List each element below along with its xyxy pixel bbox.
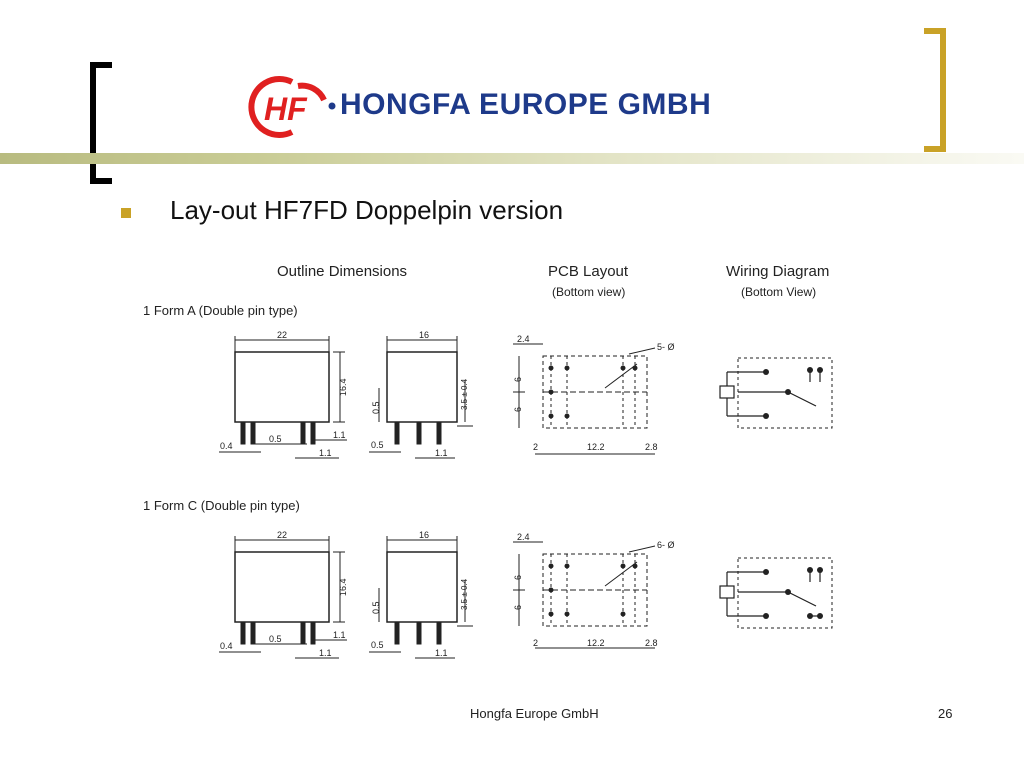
form-a-pcb-b3: 2.8: [645, 442, 658, 452]
form-c-side-view: 16 3.5 ± 0.4 0.5 0.5 1.1: [369, 530, 473, 659]
form-c-pcb-holes: 6- Ø1.4: [657, 540, 675, 550]
form-a-front-pin-gap: 0.5: [269, 434, 282, 444]
left-bracket-decoration: [90, 62, 112, 184]
form-a-front-pin-pitch2: 1.1: [333, 430, 346, 440]
form-a-side-pitch: 1.1: [435, 448, 448, 458]
form-c-front-view: 22 16.4 0.4 0.5 1.1 1.1: [219, 530, 348, 659]
form-a-side-gap: 0.5: [371, 440, 384, 450]
slide-title: Lay-out HF7FD Doppelpin version: [170, 195, 564, 225]
form-c-front-pin-gap: 0.5: [269, 634, 282, 644]
bullet-square-icon: [121, 208, 131, 218]
form-c-front-pin-pitch: 1.1: [319, 648, 332, 658]
form-c-pcb-b2: 12.2: [587, 638, 605, 648]
form-a-front-height: 16.4: [338, 378, 348, 396]
form-c-front-height: 16.4: [338, 578, 348, 596]
form-c-front-pin-width: 0.4: [220, 641, 233, 651]
form-a-pcb-top-dim: 2.4: [517, 334, 530, 344]
form-a-side-view: 16 3.5 ± 0.4 0.5 0.5 1.1: [369, 330, 473, 459]
outline-dimensions-heading: Outline Dimensions: [277, 263, 408, 280]
form-c-side-pitch: 1.1: [435, 648, 448, 658]
form-c-front-width: 22: [277, 530, 287, 540]
form-c-pcb-top-dim: 2.4: [517, 532, 530, 542]
wiring-diagram-subheading: (Bottom View): [741, 285, 817, 299]
form-a-pcb-b1: 2: [533, 442, 538, 452]
form-a-wiring-diagram: [719, 357, 833, 429]
form-a-pcb-v1: 6: [513, 377, 523, 382]
form-a-pcb-layout: 2.4 5- Ø1.4 6 6 2 12.2 2.8: [513, 334, 675, 455]
page-number: 26: [938, 706, 953, 721]
form-a-front-width: 22: [277, 330, 287, 340]
form-c-side-gap: 0.5: [371, 640, 384, 650]
form-c-pcb-b3: 2.8: [645, 638, 658, 648]
header-band: [0, 153, 1024, 164]
form-a-pcb-b2: 12.2: [587, 442, 605, 452]
form-c-pcb-v2: 6: [513, 605, 523, 610]
form-a-front-pin-width: 0.4: [220, 441, 233, 451]
form-c-pcb-layout: 2.4 6- Ø1.4 6 6 2 12.2 2.8: [513, 532, 675, 649]
form-c-side-width: 16: [419, 530, 429, 540]
form-c-wiring-diagram: [719, 557, 833, 629]
pcb-layout-heading: PCB Layout: [548, 263, 629, 280]
form-c-pcb-v1: 6: [513, 575, 523, 580]
footer-company: Hongfa Europe GmbH: [470, 706, 599, 721]
hongfa-logo-mark: HF: [248, 76, 336, 138]
form-c-label: 1 Form C (Double pin type): [143, 498, 300, 513]
logo-monogram: HF: [264, 91, 308, 127]
pcb-layout-subheading: (Bottom view): [552, 285, 626, 299]
form-a-pcb-v2: 6: [513, 407, 523, 412]
form-a-front-pin-pitch: 1.1: [319, 448, 332, 458]
form-a-side-height: 3.5 ± 0.4: [460, 378, 469, 410]
right-bracket-decoration: [924, 28, 946, 152]
form-a-front-view: 22 16.4 0.4 0.5 1.1 1.1: [219, 330, 348, 459]
form-a-label: 1 Form A (Double pin type): [143, 303, 298, 318]
form-c-side-left: 0.5: [371, 601, 381, 614]
company-logo-text: HONGFA EUROPE GMBH: [340, 88, 712, 121]
form-a-side-width: 16: [419, 330, 429, 340]
form-c-side-height: 3.5 ± 0.4: [460, 578, 469, 610]
form-a-pcb-holes: 5- Ø1.4: [657, 342, 675, 352]
wiring-diagram-heading: Wiring Diagram: [726, 263, 830, 280]
form-c-front-pin-pitch2: 1.1: [333, 630, 346, 640]
form-a-side-left: 0.5: [371, 401, 381, 414]
form-c-pcb-b1: 2: [533, 638, 538, 648]
